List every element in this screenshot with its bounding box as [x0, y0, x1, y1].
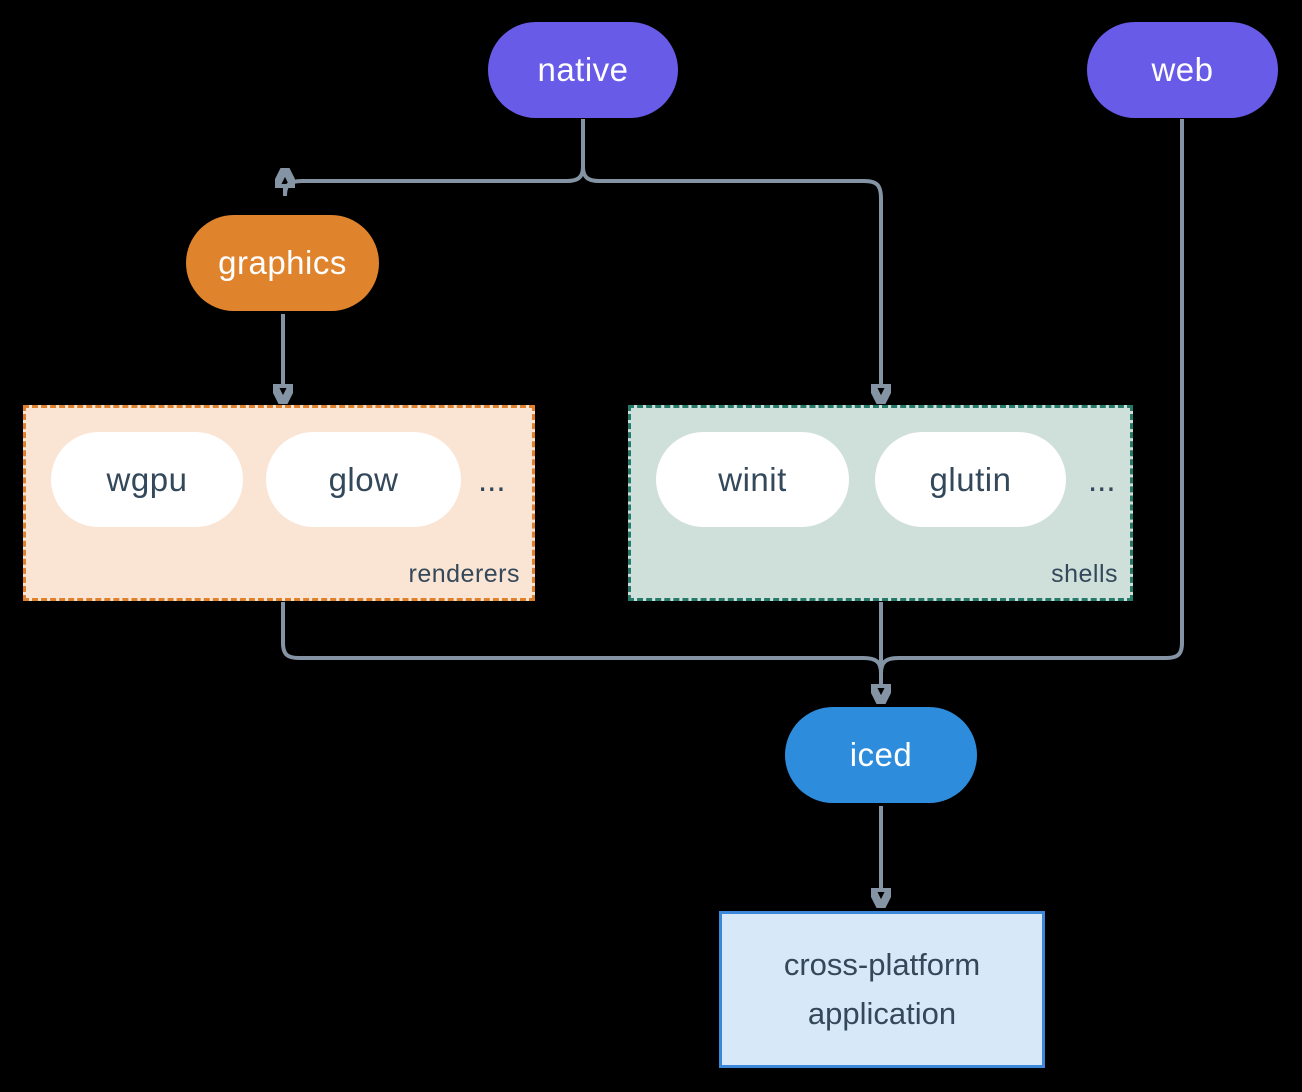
- node-glow: glow: [266, 432, 461, 527]
- node-glutin: glutin: [875, 432, 1066, 527]
- application-label: cross-platform application: [783, 947, 981, 1031]
- node-web: web: [1087, 22, 1278, 118]
- node-graphics: graphics: [186, 215, 379, 311]
- edge-native-to-shells: [581, 166, 881, 384]
- node-iced-label: iced: [849, 736, 913, 773]
- edge-native-to-graphics: [285, 119, 585, 197]
- node-winit: winit: [656, 432, 849, 527]
- node-wgpu-label: wgpu: [106, 460, 188, 498]
- edge-web-to-iced: [879, 119, 1184, 674]
- node-wgpu: wgpu: [51, 432, 243, 527]
- edge-renderers-to-iced: [281, 602, 883, 674]
- node-glow-label: glow: [328, 460, 399, 498]
- node-graphics-label: graphics: [218, 244, 347, 281]
- shells-ellipsis: ...: [1088, 460, 1116, 498]
- group-shells: winit glutin ... shells: [628, 405, 1133, 601]
- node-glutin-label: glutin: [929, 460, 1012, 498]
- renderers-ellipsis: ...: [478, 460, 506, 498]
- group-renderers: wgpu glow ... renderers: [23, 405, 535, 601]
- node-native: native: [488, 22, 678, 118]
- node-native-label: native: [537, 51, 629, 88]
- node-winit-label: winit: [718, 460, 787, 498]
- node-web-label: web: [1151, 51, 1214, 88]
- node-iced: iced: [785, 707, 977, 803]
- shells-group-label: shells: [1051, 560, 1118, 588]
- renderers-group-label: renderers: [408, 560, 520, 588]
- node-cross-platform-application: cross-platform application: [719, 911, 1045, 1068]
